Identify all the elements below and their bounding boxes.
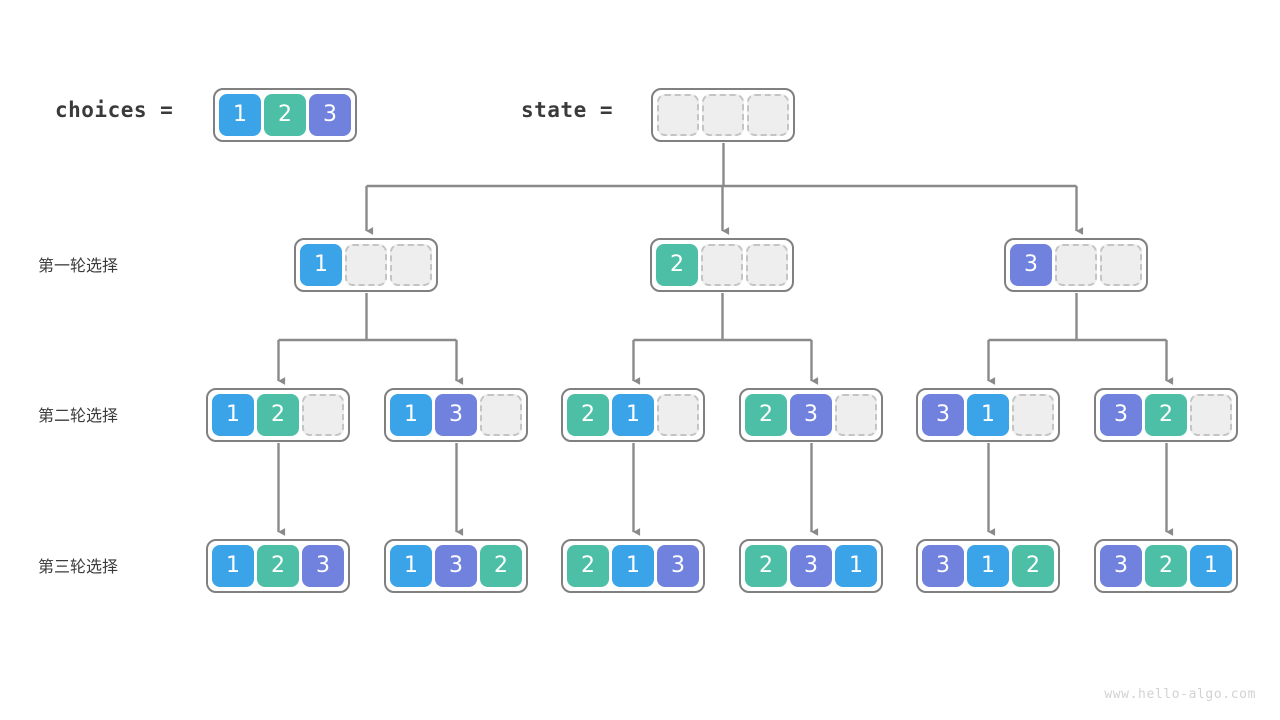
array-cell-empty (747, 94, 789, 136)
choices-label: choices = (55, 98, 174, 122)
site-watermark: www.hello-algo.com (1104, 687, 1256, 702)
node-level1-1: 2 (650, 238, 794, 292)
array-cell-filled: 2 (745, 394, 787, 436)
array-cell-filled: 2 (745, 545, 787, 587)
array-cell-filled: 1 (835, 545, 877, 587)
array-cell-empty (1012, 394, 1054, 436)
array-cell-empty (302, 394, 344, 436)
array-cell-filled: 1 (390, 394, 432, 436)
array-cell-filled: 2 (1145, 545, 1187, 587)
node-level1-0: 1 (294, 238, 438, 292)
array-cell-filled: 3 (435, 394, 477, 436)
array-cell-empty (1190, 394, 1232, 436)
array-cell-filled: 2 (1145, 394, 1187, 436)
array-cell-filled: 1 (212, 394, 254, 436)
array-cell-empty (1100, 244, 1142, 286)
array-cell-filled: 2 (1012, 545, 1054, 587)
array-cell-filled: 3 (435, 545, 477, 587)
array-cell-filled: 1 (612, 545, 654, 587)
array-cell-filled: 3 (1100, 545, 1142, 587)
node-level1-2: 3 (1004, 238, 1148, 292)
state-array (651, 88, 795, 142)
array-cell-empty (390, 244, 432, 286)
array-cell-filled: 3 (302, 545, 344, 587)
array-cell-empty (657, 394, 699, 436)
array-cell-empty (1055, 244, 1097, 286)
array-cell-filled: 1 (967, 545, 1009, 587)
array-cell-filled: 2 (656, 244, 698, 286)
array-cell-filled: 3 (1010, 244, 1052, 286)
array-cell-filled: 2 (264, 94, 306, 136)
array-cell-empty (657, 94, 699, 136)
array-cell-filled: 3 (790, 545, 832, 587)
row-label-round-3: 第三轮选择 (38, 557, 119, 576)
array-cell-filled: 3 (922, 394, 964, 436)
array-cell-filled: 1 (612, 394, 654, 436)
array-cell-empty (702, 94, 744, 136)
array-cell-empty (746, 244, 788, 286)
array-cell-empty (835, 394, 877, 436)
array-cell-filled: 3 (309, 94, 351, 136)
array-cell-filled: 2 (257, 394, 299, 436)
row-label-round-1: 第一轮选择 (38, 256, 119, 275)
array-cell-filled: 3 (1100, 394, 1142, 436)
array-cell-filled: 1 (390, 545, 432, 587)
array-cell-empty (701, 244, 743, 286)
array-cell-filled: 2 (257, 545, 299, 587)
array-cell-filled: 1 (212, 545, 254, 587)
array-cell-filled: 2 (480, 545, 522, 587)
array-cell-filled: 3 (657, 545, 699, 587)
array-cell-filled: 3 (790, 394, 832, 436)
array-cell-filled: 2 (567, 545, 609, 587)
array-cell-filled: 1 (219, 94, 261, 136)
array-cell-filled: 1 (967, 394, 1009, 436)
array-cell-filled: 2 (567, 394, 609, 436)
array-cell-filled: 1 (1190, 545, 1232, 587)
state-label: state = (521, 98, 614, 122)
array-cell-empty (480, 394, 522, 436)
array-cell-filled: 1 (300, 244, 342, 286)
array-cell-empty (345, 244, 387, 286)
array-cell-filled: 3 (922, 545, 964, 587)
row-label-round-2: 第二轮选择 (38, 406, 119, 425)
